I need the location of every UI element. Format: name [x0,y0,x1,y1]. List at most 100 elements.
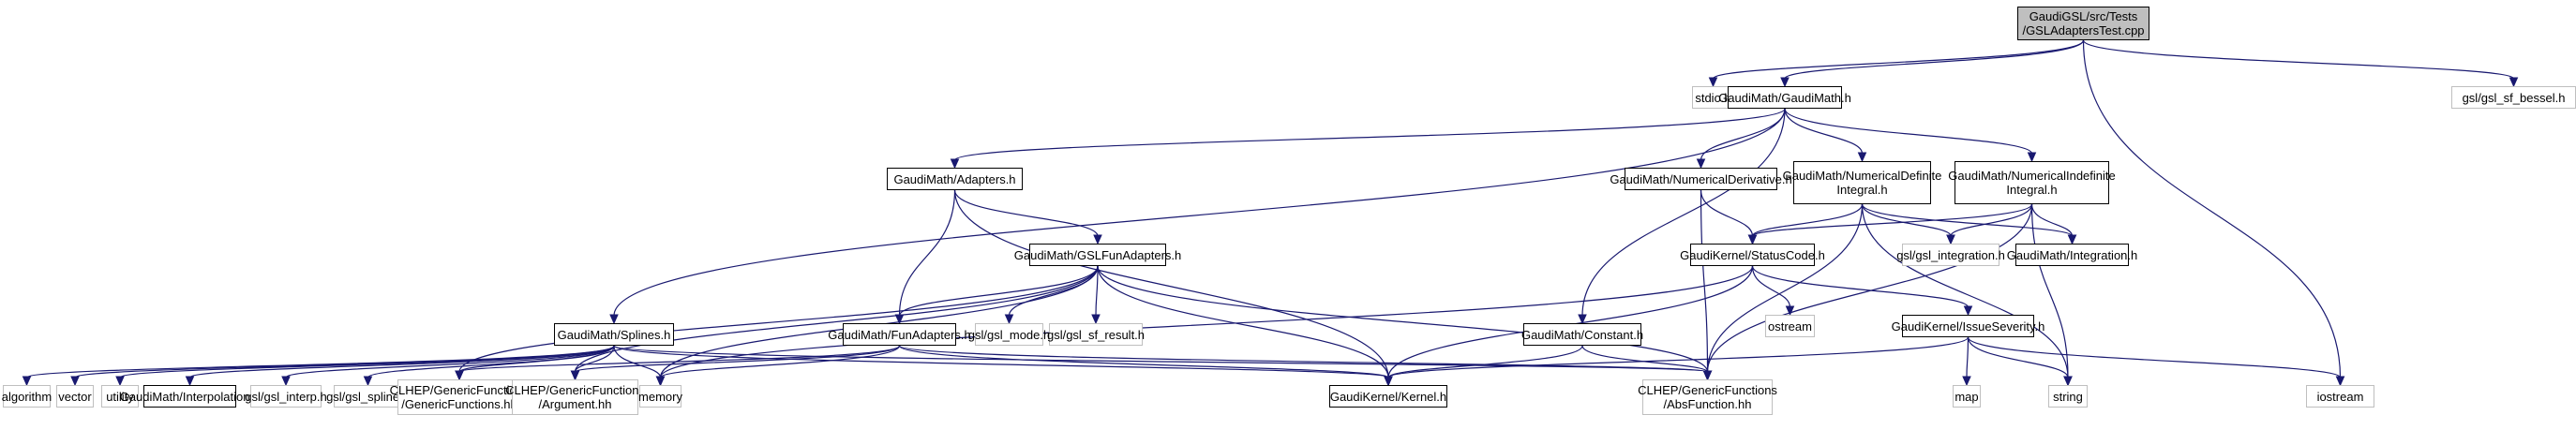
edge-splines-to-utility [115,345,615,387]
edge-line [898,189,956,317]
edge-line [2030,203,2069,378]
edge-line [458,265,1099,373]
node-string: string [2048,385,2088,408]
node-adapters[interactable]: GaudiMath/Adapters.h [887,168,1023,190]
arrowhead-icon [1708,77,1718,88]
arrowhead-icon [1091,314,1101,325]
edge-gaudimath-to-adapters [950,108,1786,170]
edge-line [898,345,1389,378]
node-integration[interactable]: GaudiMath/Integration.h [2007,244,2137,266]
edge-line [613,108,1786,317]
arrowhead-icon [281,376,291,387]
edge-splines-to-interpolation [185,345,615,387]
edge-funadapters-to-kernel [898,345,1393,387]
node-issue[interactable]: GaudiKernel/IssueSeverity.h [1892,315,2044,337]
edge-line [1097,265,1709,373]
arrowhead-icon [655,376,666,387]
arrowhead-icon [1962,376,1971,387]
arrowhead-icon [363,376,373,387]
node-algorithm: algorithm [2,385,52,408]
edge-numindef-to-integration [2030,203,2077,245]
edge-funadapters-to-memory [655,345,901,387]
edge-gaudimath-to-numderiv [1696,108,1786,170]
arrowhead-icon [115,376,125,387]
edge-line [1751,265,1791,308]
arrowhead-icon [2027,152,2037,163]
node-genericfns: CLHEP/GenericFunctions /GenericFunctions… [390,379,529,415]
edge-line [659,265,1099,378]
edge-numdef-to-string [1861,203,2073,387]
arrowhead-icon [455,370,464,381]
node-gslint: gsl/gsl_integration.h [1896,244,2005,266]
arrowhead-icon [1578,314,1587,325]
arrowhead-icon [1780,77,1790,88]
edge-numdef-to-statuscode [1747,203,1864,245]
node-constant[interactable]: GaudiMath/Constant.h [1521,323,1643,346]
node-gslspline: gsl/gsl_spline.h [326,385,410,408]
edge-gaudimath-to-constant [1578,108,1786,325]
edge-line [1950,203,2033,237]
edge-line [1784,39,2085,80]
node-splines[interactable]: GaudiMath/Splines.h [554,323,674,346]
edge-issue-to-kernel [1384,336,1969,387]
node-gslfun[interactable]: GaudiMath/GSLFunAdapters.h [1014,244,1181,266]
edge-line [458,345,615,373]
edge-funadapters-to-genericfns [455,345,901,381]
edge-numindef-to-gslint [1946,203,2033,245]
edge-line [1706,203,2033,373]
node-kernel[interactable]: GaudiKernel/Kernel.h [1329,385,1447,408]
edge-line [1387,345,1583,378]
arrowhead-icon [1004,314,1014,325]
edge-line [1706,203,1864,373]
edge-gaudimath-to-numdef [1784,108,1867,163]
arrowhead-icon [2067,234,2077,245]
node-memory: memory [638,385,682,408]
node-gaudimath[interactable]: GaudiMath/GaudiMath.h [1718,86,1851,109]
node-funadapters[interactable]: GaudiMath/FunAdapters.h [828,323,971,346]
edge-line [458,345,901,373]
edge-line [119,345,615,378]
edge-numindef-to-string [2030,203,2073,387]
edge-line [1097,265,1389,378]
edge-gslfun-to-gslmode [1004,265,1099,325]
arrowhead-icon [2063,376,2073,387]
edge-funadapters-to-absfunction [898,345,1713,381]
edge-numindef-to-statuscode [1747,203,2033,245]
edge-adapters-to-gslfun [953,189,1102,245]
node-numdef[interactable]: GaudiMath/NumericalDefinite Integral.h [1783,161,1941,204]
node-bessel: gsl/gsl_sf_bessel.h [2451,86,2576,109]
node-map: map [1953,385,1981,408]
edge-line [574,345,615,373]
edge-line [1700,108,1786,161]
edge-line [953,108,1786,161]
edge-line [1751,203,1864,237]
edge-line [953,189,1389,378]
arrowhead-icon [2509,77,2519,88]
edge-constant-to-kernel [1384,345,1583,387]
arrowhead-icon [570,370,580,381]
node-numderiv[interactable]: GaudiMath/NumericalDerivative.h [1610,168,1792,190]
edge-numderiv-to-statuscode [1700,189,1758,245]
edge-line [2082,39,2515,80]
edge-gslfun-to-funadapters [894,265,1099,325]
edge-line [285,345,615,378]
arrowhead-icon [1747,234,1758,245]
edge-line [613,345,662,378]
arrowhead-icon [1963,305,1973,317]
edge-line [1861,203,2074,237]
edge-line [1861,203,2069,378]
edge-root-to-bessel [2082,39,2519,88]
edge-constant-to-absfunction [1581,345,1713,381]
node-gslinterp: gsl/gsl_interp.h [245,385,327,408]
edge-line [574,265,1099,373]
edge-line [1966,336,1969,378]
edge-line [2082,39,2342,378]
edge-statuscode-to-ostream [1751,265,1795,317]
edge-issue-to-string [1967,336,2073,387]
node-interpolation[interactable]: GaudiMath/Interpolation.h [120,385,260,408]
node-statuscode[interactable]: GaudiKernel/StatusCode.h [1680,244,1825,266]
node-numindef[interactable]: GaudiMath/NumericalIndefinite Integral.h [1948,161,2116,204]
edge-line [613,345,1389,378]
node-iostream: iostream [2306,385,2374,408]
